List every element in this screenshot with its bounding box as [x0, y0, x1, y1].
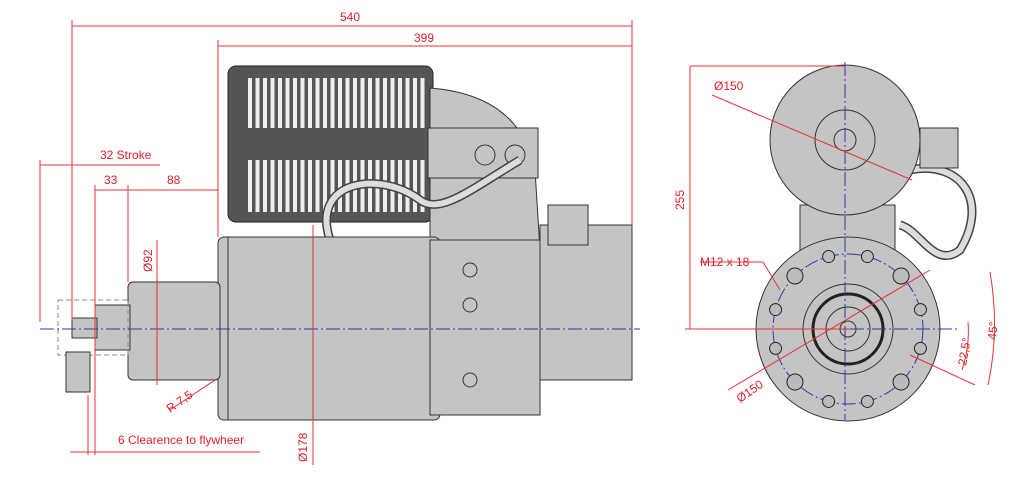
dim-clearance: 6 Clearence to flywheer — [118, 433, 244, 447]
grille-slot — [368, 78, 372, 128]
grille-slot — [300, 78, 305, 128]
bolt-hole — [860, 250, 874, 264]
grille-slot — [315, 78, 320, 128]
grille-slot — [420, 160, 425, 212]
grille-slot — [315, 160, 320, 212]
bolt-hole — [892, 373, 910, 391]
grille-slot — [278, 78, 282, 128]
bolt-hole — [913, 341, 927, 355]
grille-slot — [270, 78, 275, 128]
grille-slot — [285, 78, 290, 128]
bolt-hole — [860, 394, 874, 408]
flywheel-ring — [65, 351, 91, 393]
dim-overall-length: 540 — [340, 10, 360, 24]
pinion — [94, 304, 131, 351]
grille-slot — [405, 160, 410, 212]
grille-slot — [293, 160, 297, 212]
side-view: 540 399 32 Stroke 33 88 Ø92 R 7,5 6 Clea… — [39, 10, 640, 465]
grille-slot — [263, 160, 267, 212]
grille-slot — [383, 78, 387, 128]
dim-fillet-radius: R 7,5 — [164, 387, 196, 415]
grille-slot — [353, 78, 357, 128]
bolt-hole — [769, 341, 783, 355]
dim-bolt-circle: Ø150 — [734, 377, 766, 405]
dim-stroke: 32 Stroke — [100, 148, 152, 162]
grille-slot — [293, 78, 297, 128]
valve-block-end — [919, 127, 959, 169]
bolt-hole — [786, 267, 804, 285]
grille-slot — [375, 78, 380, 128]
dim-bolt-thread: M12 x 18 — [700, 255, 750, 269]
grille-slot — [308, 78, 312, 128]
grille-slot — [300, 160, 305, 212]
grille-slot — [255, 160, 260, 212]
nose-housing — [127, 281, 221, 381]
grille-slot — [285, 160, 290, 212]
grille-slot — [413, 78, 417, 128]
grille-slot — [338, 78, 342, 128]
gearbox — [539, 224, 633, 381]
dim-body-diameter: Ø178 — [296, 432, 310, 462]
dim-pinion-offset: 33 — [104, 173, 118, 187]
grille-slot — [323, 78, 327, 128]
grille-slot — [248, 160, 252, 212]
bolt-hole — [822, 394, 836, 408]
bolt-hole — [786, 373, 804, 391]
bolt-hole — [822, 250, 836, 264]
dim-solenoid-diameter: Ø150 — [714, 79, 744, 93]
dim-angle-large: 45° — [985, 321, 1001, 340]
grille-slot — [338, 160, 342, 212]
grille-slot — [405, 78, 410, 128]
grille-slot — [330, 160, 335, 212]
grille-slot — [413, 160, 417, 212]
bolt-hole — [913, 303, 927, 317]
drive-end-housing — [429, 239, 541, 416]
grille-slot — [345, 78, 350, 128]
grille-slot — [398, 78, 402, 128]
grille-slot — [323, 160, 327, 212]
dim-motor-length: 399 — [414, 31, 434, 45]
dim-nose-diameter: Ø92 — [141, 249, 155, 272]
grille-slot — [390, 78, 395, 128]
grille-slot — [308, 160, 312, 212]
grille-slot — [360, 78, 365, 128]
bolt-hole — [892, 267, 910, 285]
grille-slot — [248, 78, 252, 128]
dim-angle-small: 22,5° — [955, 336, 974, 366]
dim-nose-length: 88 — [167, 173, 181, 187]
pinion-extended-ghost — [57, 299, 129, 356]
end-view: Ø150 255 M12 x 18 Ø150 22,5° 45° — [673, 62, 1001, 422]
grille-slot — [330, 78, 335, 128]
dim-height: 255 — [673, 190, 687, 210]
bolt-hole — [769, 303, 783, 317]
grille-slot — [420, 78, 425, 128]
grille-slot — [278, 160, 282, 212]
grille-slot — [270, 160, 275, 212]
shaft — [71, 317, 98, 339]
grille-slot — [255, 78, 260, 128]
flange-bolts — [769, 250, 927, 408]
grille-slot — [263, 78, 267, 128]
